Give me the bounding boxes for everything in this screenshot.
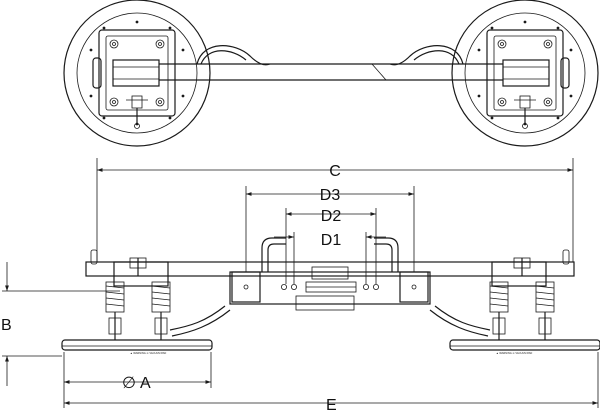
dimension-e-label: E: [326, 397, 337, 414]
right-pad-assembly: ▲ WARNING ⊘ VACUUM PAD: [429, 257, 600, 355]
dimension-d3-label: D3: [320, 187, 341, 204]
dimension-e: E: [63, 352, 599, 414]
dimension-b-label: B: [1, 317, 12, 334]
dimension-d2-label: D2: [321, 208, 342, 225]
beam-top-view: [159, 45, 503, 81]
dimension-d1: D1: [274, 232, 386, 284]
dimension-a: ∅ A: [63, 352, 212, 392]
dimension-b: B: [1, 262, 120, 386]
dimension-c: C: [96, 158, 574, 262]
dimensions: C D3 D2 D1 B: [1, 158, 599, 414]
dimension-d2: D2: [285, 208, 377, 284]
side-view: ▲ WARNING ⊘ VACUUM PAD ▲ WARNING ⊘ VACUU…: [61, 237, 600, 355]
diameter-symbol: ∅: [122, 375, 136, 392]
center-housing: [229, 271, 431, 305]
dimension-a-label: A: [140, 375, 151, 392]
top-view: [63, 0, 599, 147]
left-pad-assembly: ▲ WARNING ⊘ VACUUM PAD: [61, 257, 231, 355]
dimension-d1-label: D1: [321, 232, 342, 249]
dimension-c-label: C: [329, 163, 341, 180]
side-frame-bar: [85, 261, 575, 277]
right-pad-warning-label: ▲ WARNING ⊘ VACUUM PAD: [496, 351, 532, 355]
dimension-d3: D3: [245, 186, 415, 272]
right-pad-top-view: [451, 0, 599, 147]
left-pad-top-view: [63, 0, 211, 147]
left-pad-warning-label: ▲ WARNING ⊘ VACUUM PAD: [130, 351, 166, 355]
